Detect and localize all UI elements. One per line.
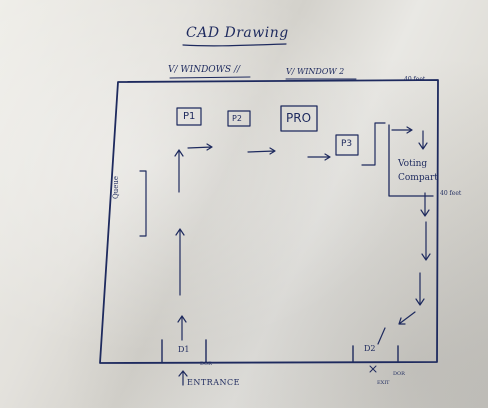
title-underline [182,43,287,47]
voting-compartment-bracket [388,124,434,197]
door-left-note: DOR [200,361,212,367]
side-queue-label: Queue [112,176,120,200]
exit-label: EXIT [377,380,390,386]
side-bracket [139,170,147,237]
box-p3 [335,134,359,156]
arrow-right-1 [187,143,213,151]
room-outline [99,79,439,364]
arrow-down-4 [415,272,425,306]
exit-marker [369,365,377,373]
window-left-mark [169,76,251,79]
window-right-label: V/ WINDOW 2 [286,67,345,76]
door-d1-label: D1 [178,345,190,354]
door-right-note: DOR [393,371,405,377]
arrow-to-exit [377,327,386,345]
arrow-up-1 [177,315,187,341]
door-d2-label: D2 [364,344,376,353]
arrow-down-1 [418,130,428,150]
arrow-right-3 [307,153,331,161]
arrow-down-left [398,311,416,325]
arrow-right-4 [391,126,413,134]
window-left-label: V/ WINDOWS // [168,65,241,75]
box-pro [280,105,318,132]
box-p2 [227,110,251,127]
top-dimension-label: 40 feet [404,76,426,83]
arrow-right-2 [247,147,276,155]
right-dimension-label: 40 feet [440,190,462,197]
arrow-down-2 [420,192,430,217]
entrance-arrow [178,370,188,386]
drawing-title: CAD Drawing [186,25,289,41]
arrow-down-3 [421,221,431,261]
arrow-up-3 [174,149,184,193]
box-p1-label: P1 [183,111,196,122]
arrow-up-2 [175,228,185,296]
box-p1 [176,107,202,126]
box-pro-label: PRO [286,111,312,125]
voting-compartment-label: Voting Compart [398,159,438,183]
box-p3-label: P3 [341,139,353,149]
entrance-label: ENTRANCE [187,378,240,387]
voting-entry-line [361,122,386,166]
box-p2-label: P2 [232,114,242,123]
